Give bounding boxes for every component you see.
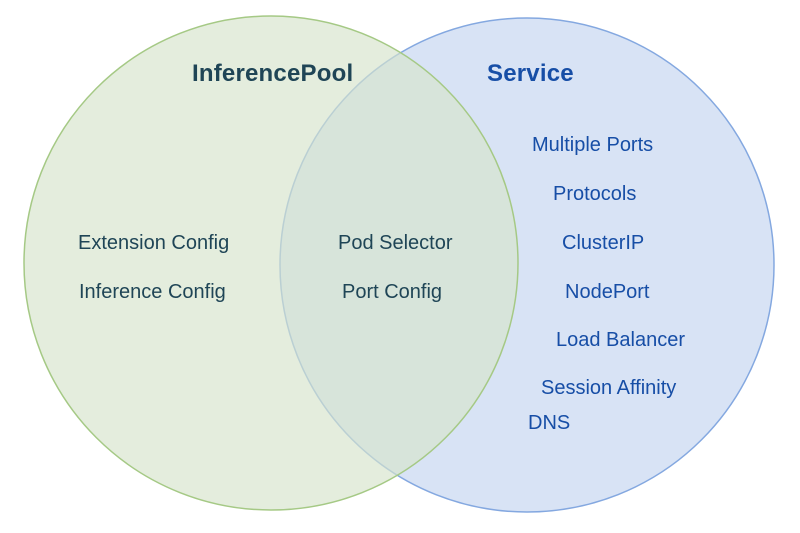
label-session-affinity: Session Affinity [541,377,677,399]
label-clusterip: ClusterIP [562,232,645,254]
label-protocols: Protocols [553,183,637,205]
label-dns: DNS [528,412,571,434]
label-port-config: Port Config [342,281,443,303]
left-circle-title: InferencePool [192,60,354,87]
inferencepool-circle [23,15,519,511]
right-circle-title: Service [487,60,574,87]
label-multiple-ports: Multiple Ports [532,134,654,156]
label-extension-config: Extension Config [78,232,230,254]
label-inference-config: Inference Config [79,281,226,303]
label-nodeport: NodePort [565,281,650,303]
label-load-balancer: Load Balancer [556,329,685,351]
label-pod-selector: Pod Selector [338,232,453,254]
